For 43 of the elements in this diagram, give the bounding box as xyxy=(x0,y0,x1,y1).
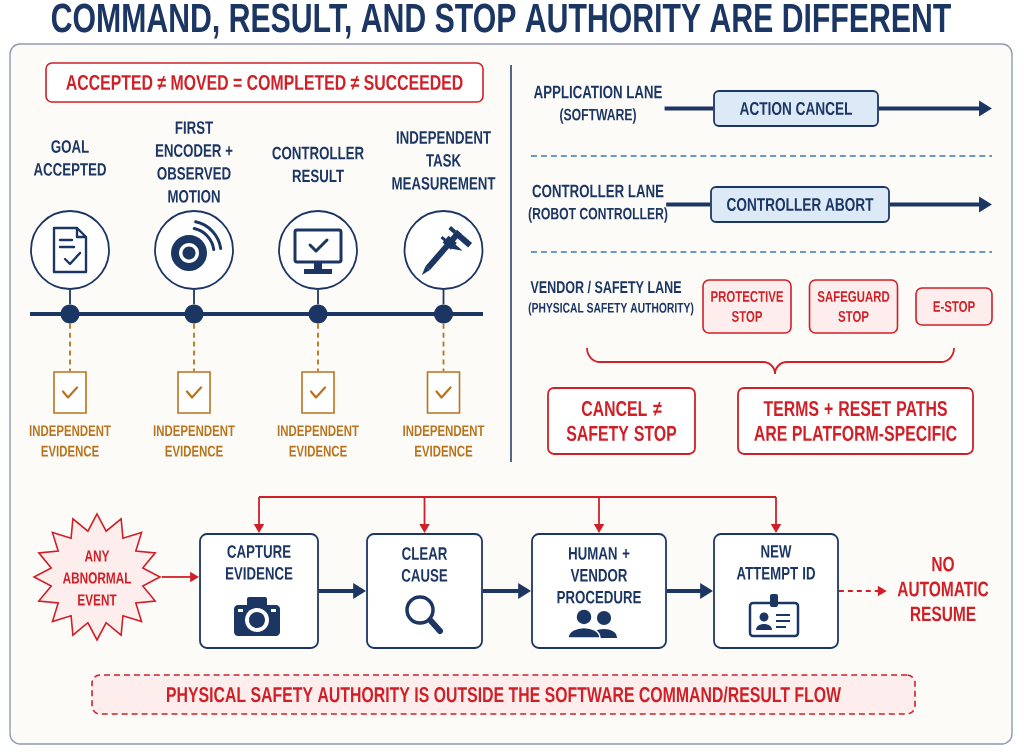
evidence-label: INDEPENDENT EVIDENCE xyxy=(29,425,111,457)
evidence-label: INDEPENDENT EVIDENCE xyxy=(277,425,359,457)
connector-line xyxy=(442,289,445,306)
dashed-line xyxy=(317,322,319,373)
stop-box: E-STOP xyxy=(915,287,993,326)
dashed-line xyxy=(69,322,71,373)
step-heading: CONTROLLER RESULT xyxy=(272,146,364,183)
connector-line xyxy=(664,106,714,111)
lane-subtitle: (ROBOT CONTROLLER) xyxy=(528,207,668,223)
note-box: CANCEL ≠ SAFETY STOP xyxy=(547,387,696,455)
action-box: CONTROLLER ABORT xyxy=(710,186,890,223)
step-heading: FIRST ENCODER + OBSERVED MOTION xyxy=(155,121,233,203)
action-box: ACTION CANCEL xyxy=(713,90,879,127)
timeline-dot xyxy=(60,304,80,324)
stop-box: PROTECTIVE STOP xyxy=(702,279,792,334)
connector-line xyxy=(258,496,777,498)
dashed-line xyxy=(193,322,195,373)
note-banner: PHYSICAL SAFETY AUTHORITY IS OUTSIDE THE SOFTWARE COMMAND/RESULT FLOW xyxy=(91,674,916,715)
step-heading: GOAL ACCEPTED xyxy=(33,140,106,176)
title: COMMAND, RESULT, AND STOP AUTHORITY ARE DIFFERENT xyxy=(51,3,951,39)
note-box: TERMS + RESET PATHS ARE PLATFORM-SPECIFIC xyxy=(737,387,974,455)
evidence-label: INDEPENDENT EVIDENCE xyxy=(403,425,485,457)
process-box: CLEAR CAUSE xyxy=(366,533,483,649)
timeline-dot xyxy=(434,304,453,324)
dashed-line xyxy=(442,322,445,373)
connector-line xyxy=(666,202,711,207)
lane-title: APPLICATION LANE xyxy=(533,85,662,99)
stop-box: SAFEGUARD STOP xyxy=(808,279,899,334)
lane-title: CONTROLLER LANE xyxy=(532,184,664,198)
timeline-dot xyxy=(308,304,328,324)
process-box: HUMAN + VENDOR PROCEDURE xyxy=(531,533,667,649)
equation-box: ACCEPTED ≠ MOVED = COMPLETED ≠ SUCCEEDED xyxy=(45,62,484,103)
lane-subtitle: (SOFTWARE) xyxy=(560,108,636,124)
lane-title: VENDOR / SAFETY LANE xyxy=(530,280,682,294)
evidence-label: INDEPENDENT EVIDENCE xyxy=(153,425,235,457)
connector-line xyxy=(69,289,71,306)
connector-line xyxy=(317,289,319,306)
arrow xyxy=(419,496,430,533)
connector-line xyxy=(193,289,195,306)
timeline-dot xyxy=(184,304,204,324)
process-box: NEW ATTEMPT ID xyxy=(713,533,839,649)
step-heading: INDEPENDENT TASK MEASUREMENT xyxy=(392,131,496,190)
note-text: NO AUTOMATIC RESUME xyxy=(897,556,989,622)
